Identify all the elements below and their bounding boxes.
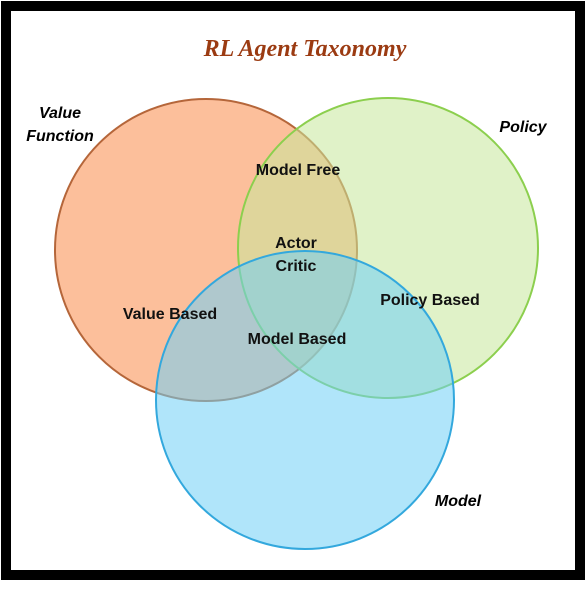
value-function-label-line1: Value: [39, 105, 81, 122]
value-based-label: Value Based: [123, 306, 217, 323]
actor-label: Actor: [275, 235, 317, 252]
model-label: Model: [435, 493, 482, 510]
model-free-label: Model Free: [256, 162, 341, 179]
diagram-title: RL Agent Taxonomy: [203, 36, 407, 62]
model-based-label: Model Based: [248, 331, 347, 348]
model-circle: [155, 250, 455, 550]
policy-label: Policy: [499, 119, 547, 136]
policy-based-label: Policy Based: [380, 292, 480, 309]
critic-label: Critic: [276, 258, 317, 275]
value-function-label-line2: Function: [26, 128, 94, 145]
